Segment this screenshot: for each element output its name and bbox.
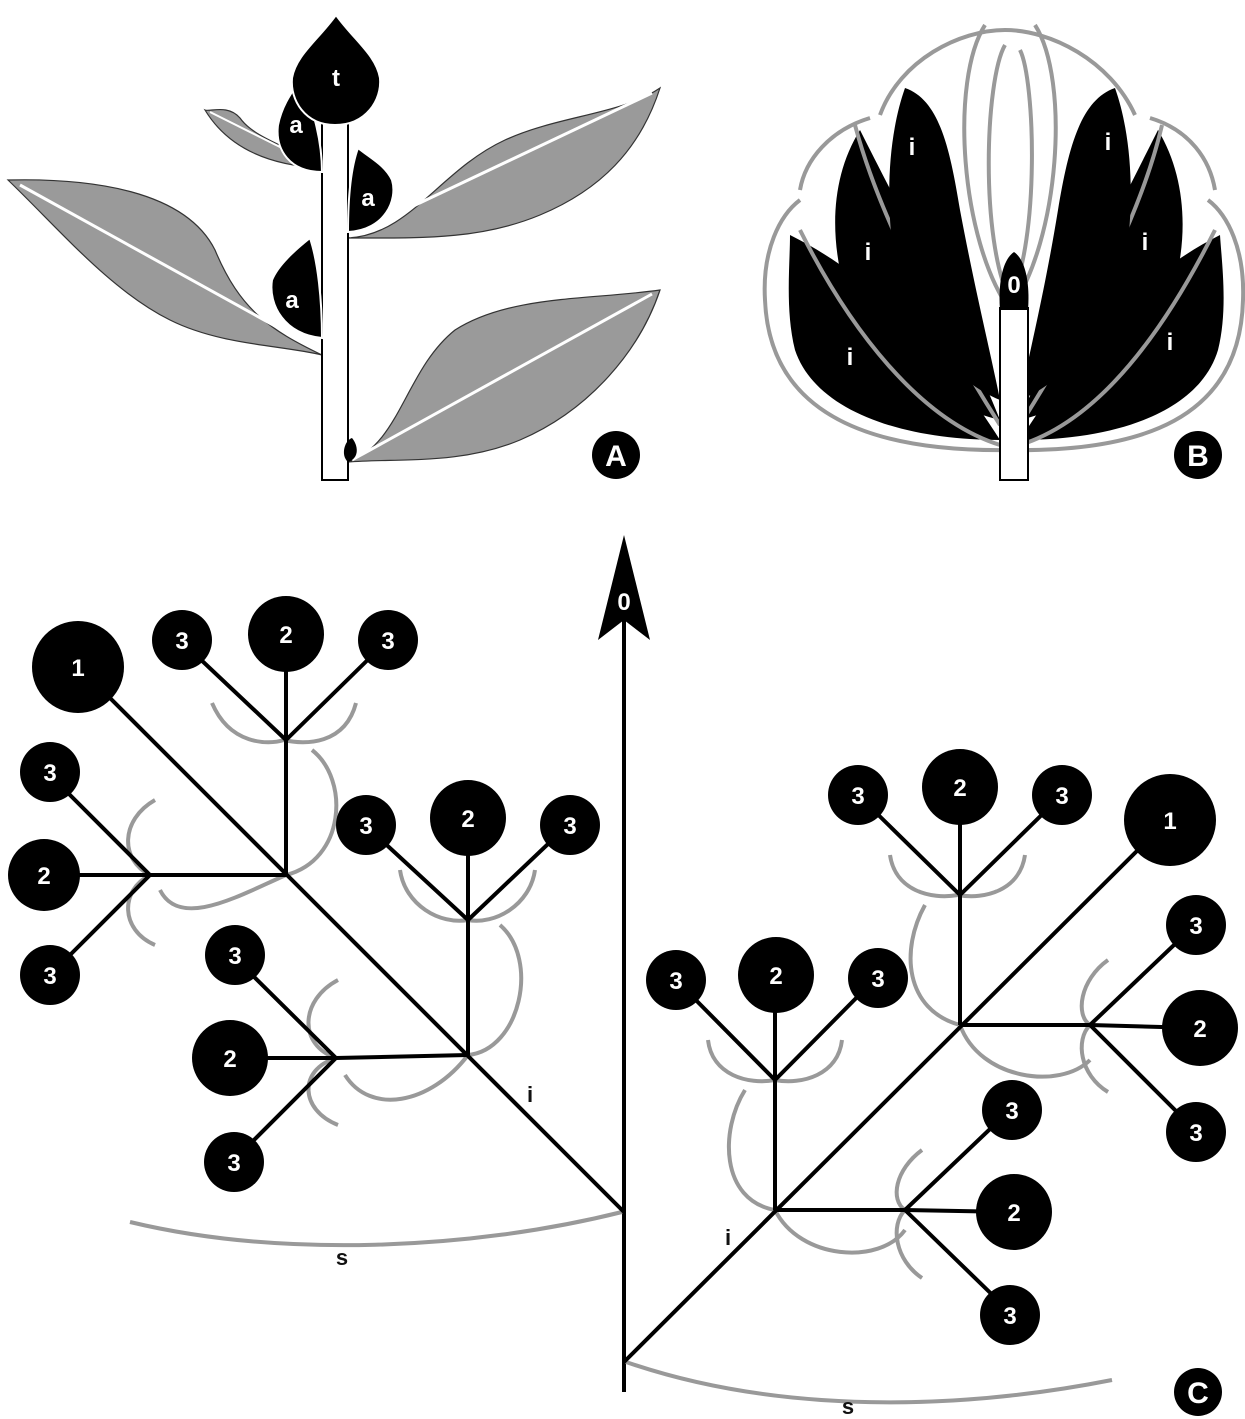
node-order-3: 3 (540, 795, 600, 855)
bud-label-t: t (332, 65, 340, 92)
svg-text:3: 3 (1189, 1120, 1202, 1147)
bract (1082, 960, 1108, 1025)
bract (958, 855, 1025, 896)
panel-a: a a a t A (8, 15, 660, 480)
leaf-label-i-3: i (865, 239, 872, 266)
internode-label-right: i (725, 1225, 731, 1250)
svg-text:3: 3 (175, 628, 188, 655)
node-order-2: 2 (8, 839, 80, 911)
svg-text:3: 3 (1189, 913, 1202, 940)
node-order-3: 3 (20, 945, 80, 1005)
svg-text:2: 2 (953, 775, 966, 802)
svg-text:2: 2 (37, 863, 50, 890)
leaf-label-i-6: i (1105, 129, 1112, 156)
panel-b: i i i i i i 0 B (765, 25, 1243, 480)
bud-label-a-right: a (361, 185, 375, 212)
node-order-3: 3 (1166, 1102, 1226, 1162)
svg-text:3: 3 (563, 813, 576, 840)
svg-text:2: 2 (1007, 1200, 1020, 1227)
svg-text:2: 2 (1193, 1016, 1206, 1043)
node-order-2: 2 (922, 749, 998, 825)
node-order-3: 3 (358, 610, 418, 670)
node-order-3: 3 (1032, 765, 1092, 825)
right-branch-system: i 1 3 2 3 3 2 3 3 2 3 3 2 3 (624, 749, 1238, 1362)
node-order-3: 3 (152, 610, 212, 670)
leaf-label-i-5: i (909, 134, 916, 161)
panel-b-label: B (1187, 440, 1209, 473)
svg-text:3: 3 (359, 813, 372, 840)
internode-label-left: i (527, 1082, 533, 1107)
svg-text:3: 3 (227, 1150, 240, 1177)
svg-text:3: 3 (851, 783, 864, 810)
leaf-label-i-2: i (1167, 329, 1174, 356)
node-order-1: 1 (32, 621, 124, 713)
svg-text:2: 2 (223, 1046, 236, 1073)
node-order-3: 3 (980, 1285, 1040, 1345)
scale-arc-right (626, 1362, 1112, 1402)
bract (345, 925, 521, 1100)
node-order-3: 3 (848, 948, 908, 1008)
svg-text:3: 3 (43, 760, 56, 787)
panel-a-label: A (605, 440, 627, 473)
svg-text:3: 3 (1003, 1303, 1016, 1330)
node-order-2: 2 (738, 937, 814, 1013)
leaf-label-i-1: i (847, 344, 854, 371)
svg-text:1: 1 (1163, 808, 1176, 835)
scale-arc-left (130, 1212, 622, 1245)
scale-label-left: s (336, 1245, 348, 1270)
node-order-3: 3 (982, 1080, 1042, 1140)
left-branch-system: i 1 3 2 3 3 2 3 3 2 3 3 2 3 (8, 596, 624, 1212)
node-order-3: 3 (336, 795, 396, 855)
node-order-2: 2 (430, 780, 506, 856)
node-order-3: 3 (20, 742, 80, 802)
svg-text:3: 3 (1005, 1098, 1018, 1125)
stem (322, 122, 348, 480)
bract (212, 703, 284, 742)
node-order-3: 3 (646, 950, 706, 1010)
svg-text:2: 2 (461, 806, 474, 833)
node-order-2: 2 (248, 596, 324, 672)
svg-text:2: 2 (279, 622, 292, 649)
node-order-2: 2 (976, 1174, 1052, 1250)
bud-label-a-upper: a (289, 112, 303, 139)
node-order-2: 2 (192, 1020, 268, 1096)
apex-label: 0 (1007, 272, 1020, 299)
svg-text:1: 1 (71, 655, 84, 682)
bract (897, 1150, 922, 1210)
svg-text:3: 3 (381, 628, 394, 655)
main-axis-label: 0 (617, 589, 630, 616)
node-order-2: 2 (1162, 990, 1238, 1066)
node-order-3: 3 (204, 1132, 264, 1192)
svg-text:2: 2 (769, 963, 782, 990)
node-order-3: 3 (205, 925, 265, 985)
panel-c-label: C (1187, 1377, 1209, 1410)
bract (1082, 1025, 1108, 1092)
svg-text:3: 3 (1055, 783, 1068, 810)
node-order-3: 3 (828, 765, 888, 825)
panel-c: 0 s s (8, 535, 1238, 1419)
node-order-3: 3 (1166, 895, 1226, 955)
scale-label-right: s (842, 1394, 854, 1419)
svg-text:3: 3 (871, 966, 884, 993)
svg-text:3: 3 (669, 968, 682, 995)
leaf-label-i-4: i (1142, 229, 1149, 256)
bud-label-a-lower: a (285, 287, 299, 314)
svg-text:3: 3 (228, 943, 241, 970)
svg-text:3: 3 (43, 963, 56, 990)
node-order-1: 1 (1124, 774, 1216, 866)
axis-stem (1000, 308, 1028, 480)
